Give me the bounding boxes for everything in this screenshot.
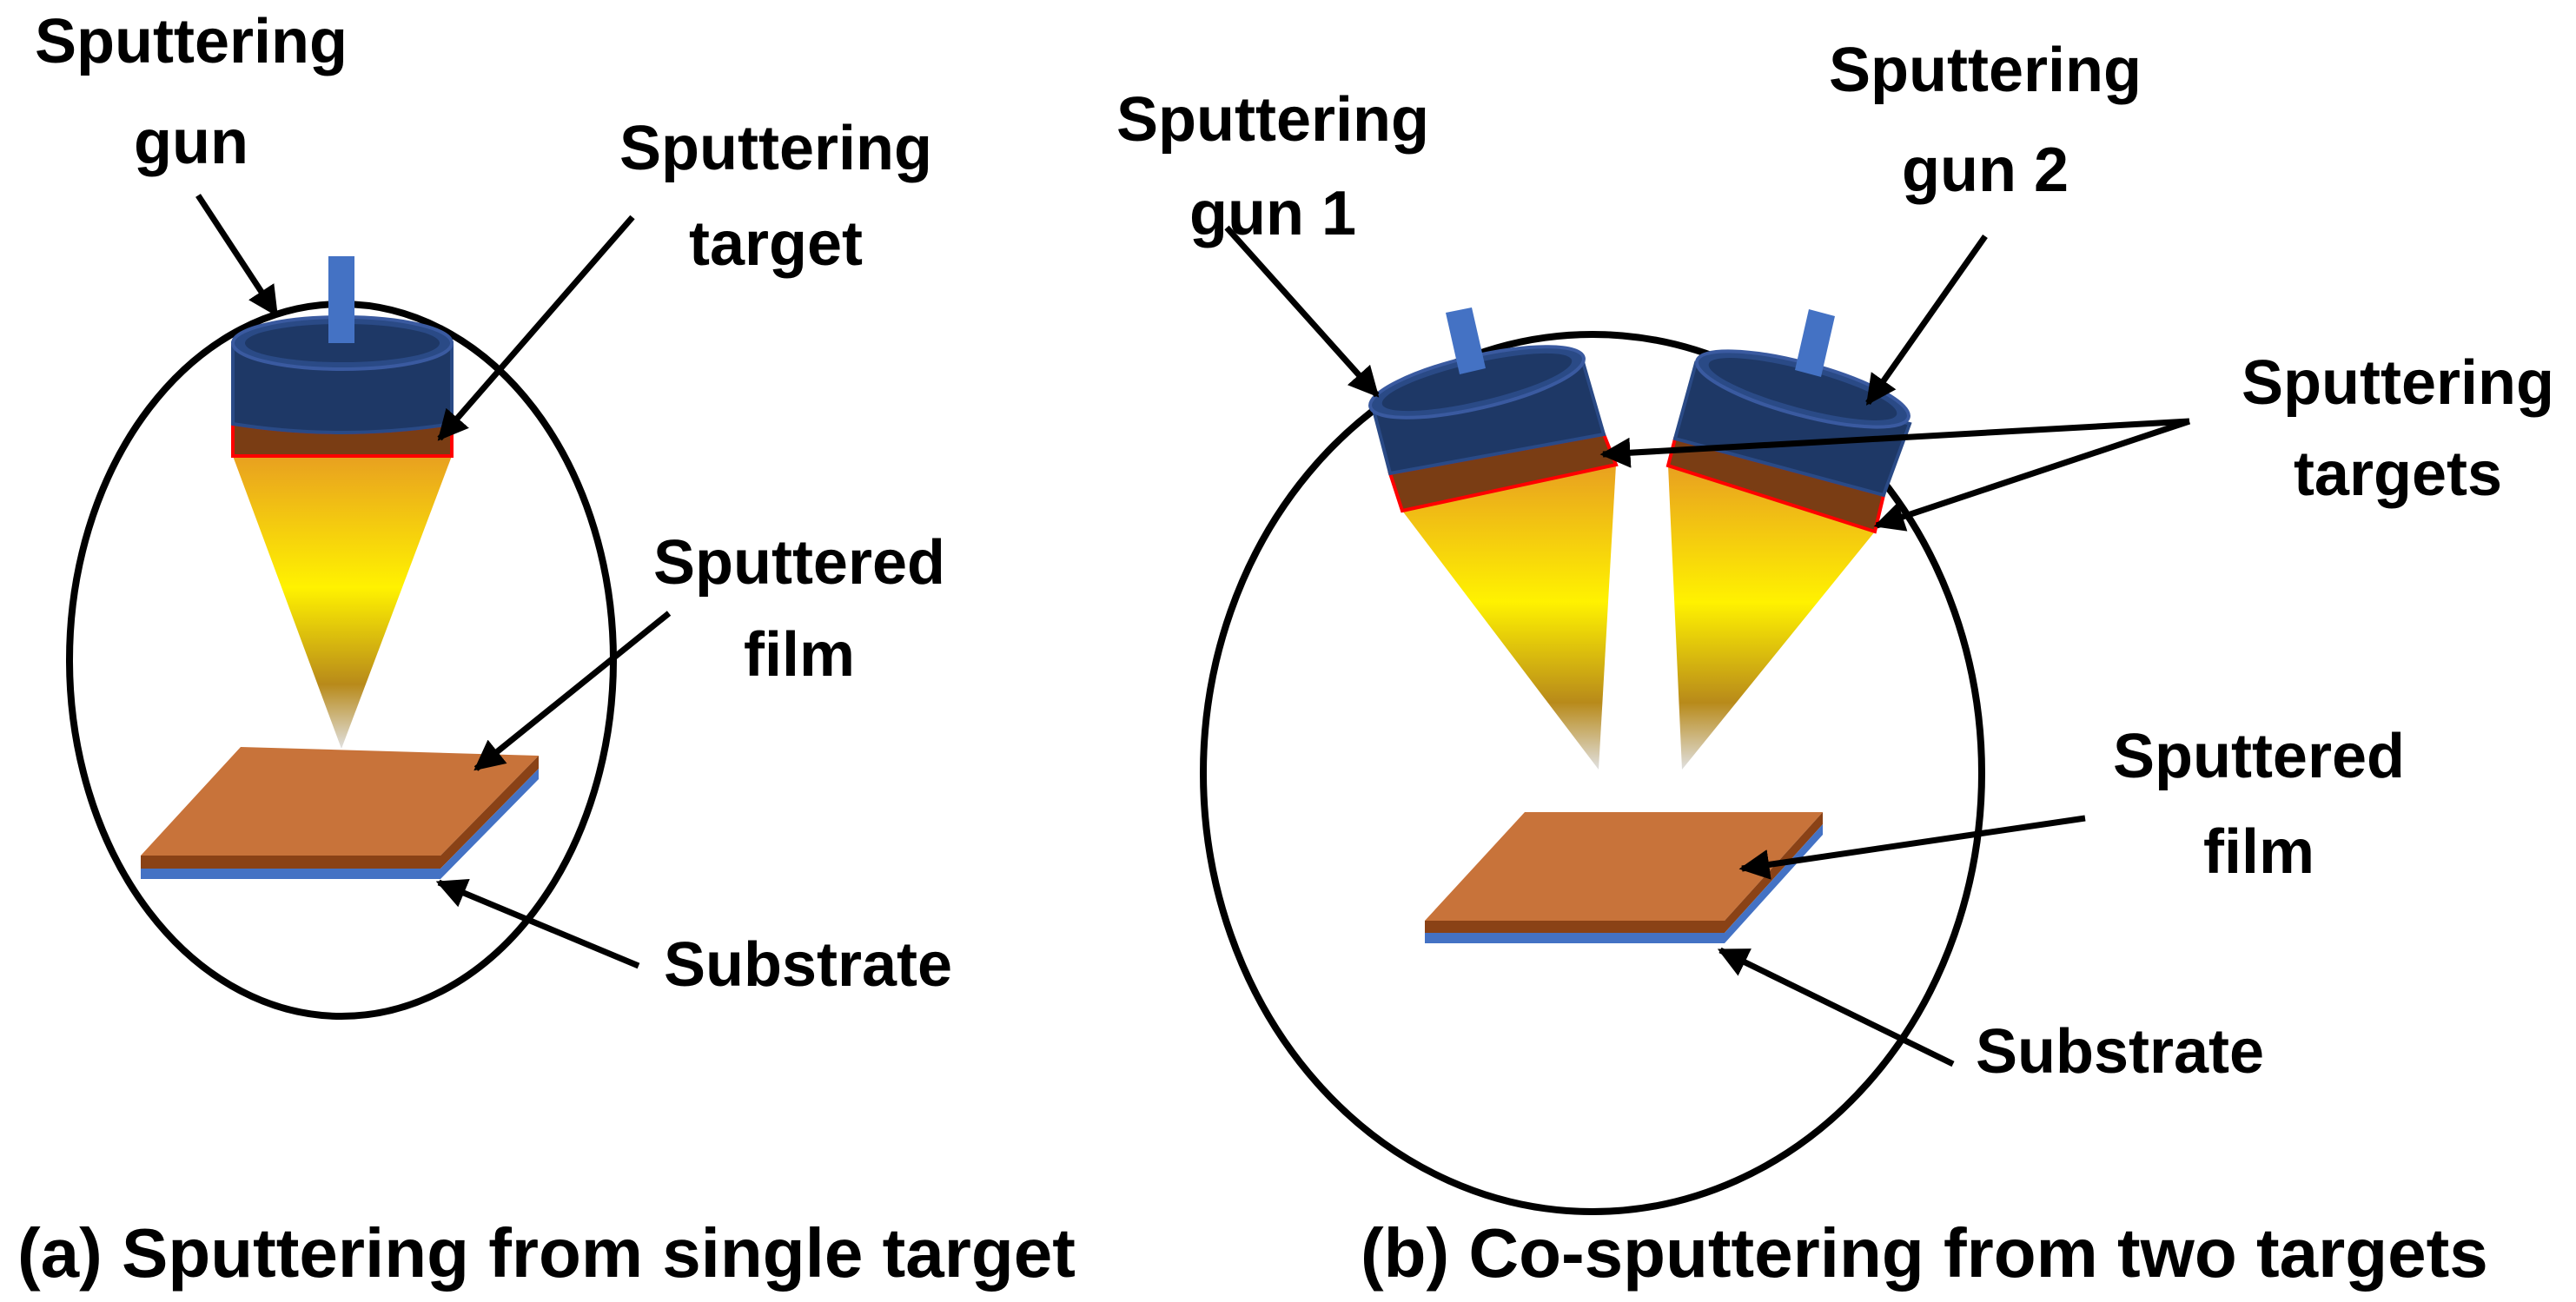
caption-a: (a) Sputtering from single target xyxy=(17,1214,1076,1292)
arrow-targets-right-b xyxy=(1873,418,2191,532)
chamber-b xyxy=(1200,331,1985,1215)
label-target-line1-a: Sputtering xyxy=(619,114,932,183)
substrate-a xyxy=(141,869,440,879)
label-gun-line2-a: gun xyxy=(134,108,248,177)
label-film-line1-b: Sputtered xyxy=(2113,722,2405,791)
gun-stem-a xyxy=(328,256,354,343)
gun-a xyxy=(231,256,454,434)
film-stack-a xyxy=(141,747,539,879)
label-gun1-line1-b: Sputtering xyxy=(1116,85,1429,155)
arrow-target-a xyxy=(437,215,635,441)
gun-stem-b2 xyxy=(1795,309,1835,377)
arrow-gun2-b xyxy=(1865,234,1988,406)
label-gun1-line2-b: gun 1 xyxy=(1189,179,1356,248)
panel-a: Sputtering gun Sputtering target Sputter… xyxy=(17,7,1076,1292)
arrow-gun-a xyxy=(195,194,279,317)
label-gun2-line2-b: gun 2 xyxy=(1902,135,2069,205)
gun-stem-b1 xyxy=(1446,307,1486,374)
gun-b2 xyxy=(1672,309,1912,498)
label-targets-line2-b: targets xyxy=(2294,440,2502,509)
label-substrate-a: Substrate xyxy=(664,930,952,1000)
label-gun2-line1-b: Sputtering xyxy=(1829,36,2142,105)
plume-a xyxy=(233,456,452,749)
arrow-targets-left-b xyxy=(1599,418,2190,468)
arrow-substrate-a xyxy=(435,878,640,969)
label-targets-line1-b: Sputtering xyxy=(2242,348,2554,418)
label-gun-line1-a: Sputtering xyxy=(35,7,348,76)
plume-b1 xyxy=(1402,465,1616,770)
label-film-line2-b: film xyxy=(2203,817,2314,887)
label-film-line2-a: film xyxy=(744,620,855,690)
label-film-line1-a: Sputtered xyxy=(653,528,945,598)
arrow-film-a xyxy=(473,611,672,771)
arrow-film-b xyxy=(1738,815,2086,880)
panel-b: Sputtering gun 1 Sputtering gun 2 Sputte… xyxy=(1116,36,2554,1292)
caption-b: (b) Co-sputtering from two targets xyxy=(1361,1214,2488,1292)
plume-b2 xyxy=(1668,466,1875,770)
label-target-line2-a: target xyxy=(689,209,863,279)
film-stack-b xyxy=(1425,812,1823,943)
gun-b1 xyxy=(1368,307,1606,476)
arrow-gun1-b xyxy=(1224,225,1380,398)
arrow-substrate-b xyxy=(1717,947,1955,1067)
substrate-b xyxy=(1425,933,1725,943)
label-substrate-b: Substrate xyxy=(1976,1017,2264,1087)
